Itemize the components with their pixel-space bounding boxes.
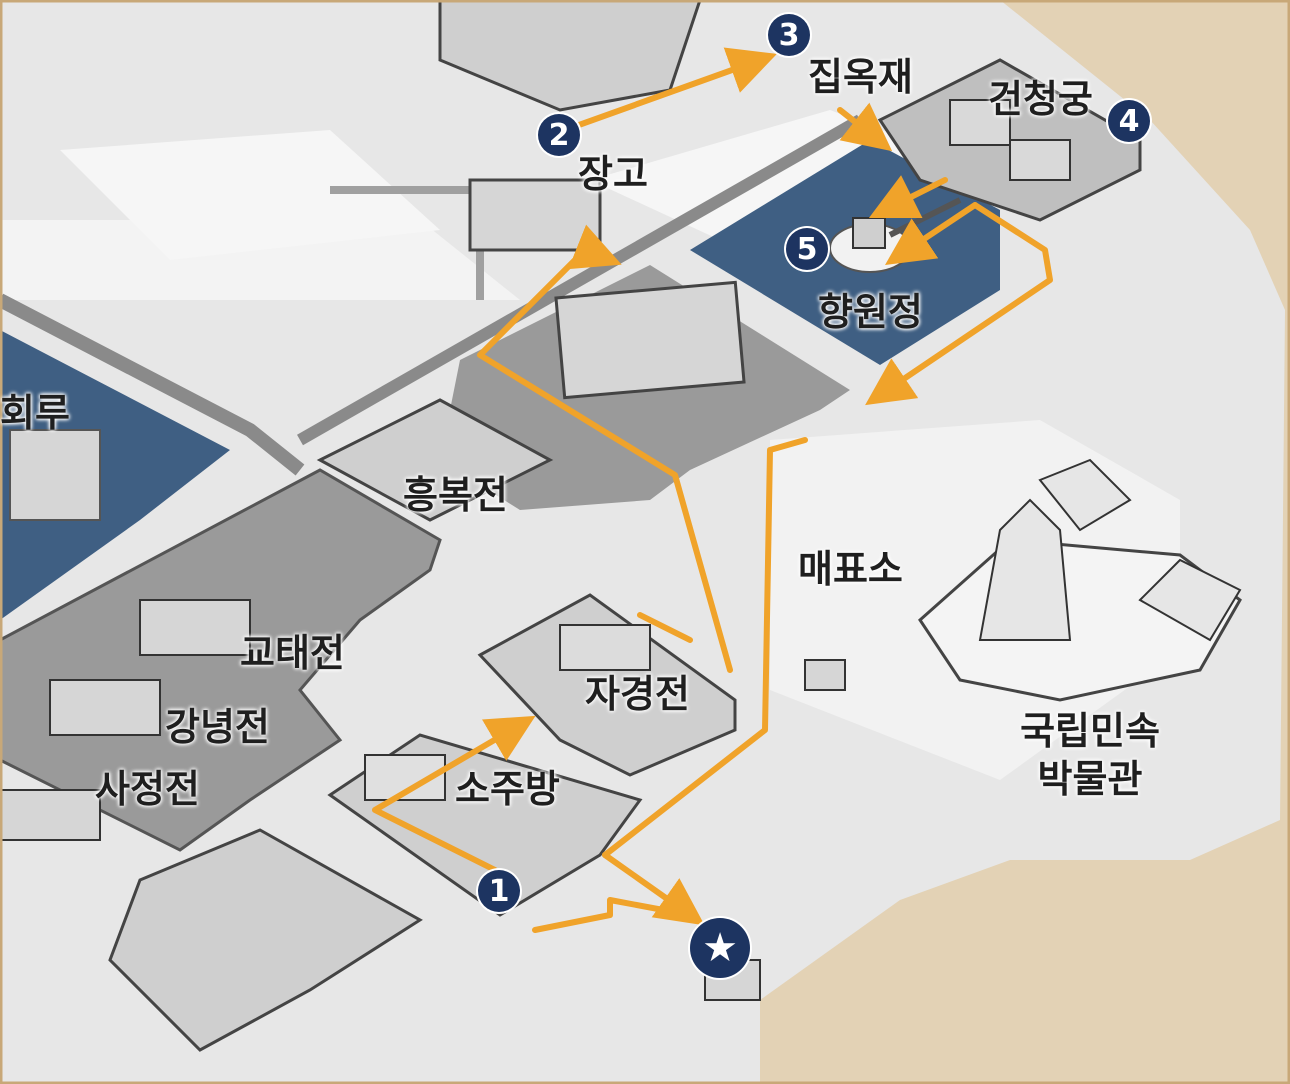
label-jibokjae: 집옥재 bbox=[808, 55, 913, 99]
jagyeongjeon-hall bbox=[559, 624, 651, 671]
tour-route bbox=[372, 47, 1053, 933]
start-star-icon: ★ bbox=[690, 918, 750, 978]
marker-1: 1 bbox=[478, 870, 520, 912]
southwest-buildings bbox=[108, 828, 423, 1052]
north-lawn bbox=[60, 130, 440, 260]
route-5-exit bbox=[885, 202, 978, 265]
label-gangnyeongjeon: 강녕전 bbox=[165, 705, 270, 749]
marker-4: 4 bbox=[1108, 100, 1150, 142]
marker-3: 3 bbox=[768, 14, 810, 56]
label-sajeongjeon: 사정전 bbox=[95, 767, 200, 811]
heungbokjeon-building bbox=[316, 398, 554, 522]
route-east-corridor bbox=[602, 437, 808, 858]
museum-pavilion-north bbox=[1038, 458, 1132, 532]
label-heungbokjeon: 흥복전 bbox=[403, 473, 508, 517]
geoncheonggung-hall bbox=[949, 99, 1011, 146]
marker-5: 5 bbox=[786, 228, 828, 270]
geoncheonggung-hall-2 bbox=[1009, 139, 1071, 181]
hyangwonjeong-pavilion bbox=[852, 217, 886, 249]
ticket-booth bbox=[804, 659, 846, 691]
inner-palace-complex bbox=[0, 468, 442, 852]
route-2-to-3 bbox=[562, 47, 777, 133]
gyeonghoeru-pond bbox=[0, 330, 230, 620]
north-building-complex bbox=[438, 0, 702, 112]
outside-area bbox=[760, 0, 1290, 1084]
central-hall bbox=[554, 280, 746, 400]
route-1-to-jagyeongjeon bbox=[372, 715, 536, 873]
route-to-start bbox=[602, 852, 705, 926]
label-gyeonghoeru: 회루 bbox=[0, 391, 70, 435]
gyeonghoeru-pavilion bbox=[9, 429, 101, 521]
label-janggo: 장고 bbox=[578, 152, 648, 196]
north-field bbox=[0, 220, 520, 300]
wall-west bbox=[0, 293, 305, 476]
label-geoncheonggung: 건청궁 bbox=[988, 77, 1093, 121]
gangnyeongjeon-hall bbox=[49, 679, 161, 736]
label-maepyoso: 매표소 bbox=[798, 547, 903, 591]
route-3-to-4 bbox=[837, 102, 893, 152]
route-exit-loop bbox=[865, 202, 1053, 406]
label-jagyeongjeon: 자경전 bbox=[585, 672, 690, 716]
marker-2: 2 bbox=[538, 114, 580, 156]
route-4-to-5 bbox=[868, 175, 948, 219]
label-museum: 국립민속 박물관 bbox=[1020, 709, 1160, 801]
gyotaejeon-hall bbox=[139, 599, 251, 656]
museum-pavilion bbox=[1138, 558, 1242, 642]
route-connector bbox=[637, 612, 693, 643]
route-janggo-arrow bbox=[568, 224, 622, 270]
wall-north bbox=[297, 114, 863, 446]
route-to-janggo bbox=[477, 247, 733, 673]
label-gyotaejeon: 교태전 bbox=[240, 631, 345, 675]
sajeongjeon-hall bbox=[0, 789, 101, 841]
label-hyangwonjeong: 향원정 bbox=[818, 290, 923, 334]
route-start-to-1 bbox=[532, 897, 693, 933]
museum-pagoda bbox=[978, 498, 1072, 641]
jagyeongjeon-building bbox=[477, 593, 737, 777]
label-sojubang: 소주방 bbox=[455, 767, 560, 811]
